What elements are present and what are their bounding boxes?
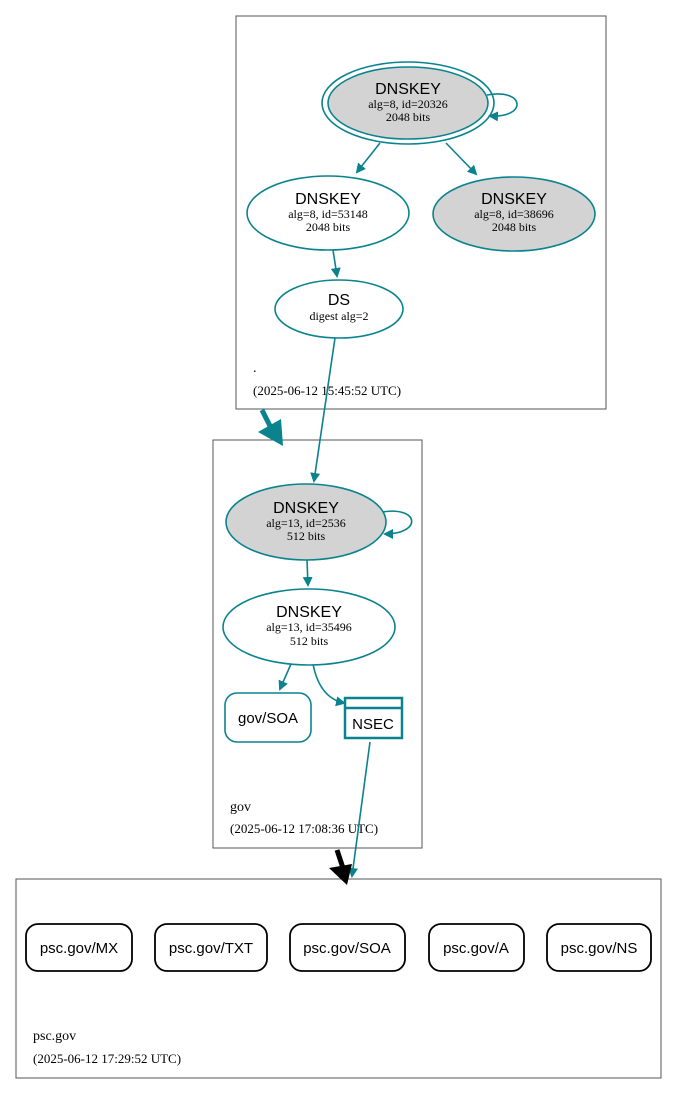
node-root-ksk-bits: 2048 bits (386, 110, 431, 124)
edge-gov-ksk-self (381, 510, 413, 539)
zone-root-name: . (253, 361, 257, 376)
node-gov-ksk: DNSKEY alg=13, id=2536 512 bits (225, 483, 387, 561)
zone-gov-box (212, 439, 423, 849)
record-node: psc.gov/SOA (289, 923, 406, 972)
record-label: psc.gov/A (443, 940, 509, 957)
node-root-key3-detail: alg=8, id=38696 (474, 207, 554, 221)
edge-gov-ksk-to-zsk (302, 559, 313, 587)
edge-root-ksk-self (486, 93, 518, 122)
record-label: psc.gov/SOA (303, 940, 391, 957)
zone-psc-name: psc.gov (33, 1029, 76, 1044)
node-gov-ds-type: DS (328, 292, 350, 309)
edge-ds-to-gov-ksk (310, 337, 336, 483)
edge-gov-zsk-to-nsec (312, 663, 346, 707)
node-root-key3-bits: 2048 bits (492, 220, 537, 234)
node-root-ksk: DNSKEY alg=8, id=20326 2048 bits (321, 61, 495, 145)
node-gov-zsk: DNSKEY alg=13, id=35496 512 bits (222, 588, 396, 666)
record-node: psc.gov/A (428, 923, 525, 972)
node-gov-zsk-bits: 512 bits (290, 634, 329, 648)
node-gov-zsk-detail: alg=13, id=35496 (266, 620, 352, 634)
zone-gov-name: gov (230, 800, 251, 815)
node-gov-soa: gov/SOA (224, 692, 312, 743)
record-node: psc.gov/TXT (154, 923, 268, 972)
delegation-arrow-root-to-gov (258, 408, 283, 446)
record-label: psc.gov/NS (561, 940, 638, 957)
node-root-zsk-bits: 2048 bits (306, 220, 351, 234)
node-root-zsk-type: DNSKEY (295, 191, 361, 208)
node-gov-ksk-type: DNSKEY (273, 500, 339, 517)
node-gov-ds: DS digest alg=2 (274, 279, 404, 339)
node-root-ksk-detail: alg=8, id=20326 (368, 97, 448, 111)
node-gov-zsk-type: DNSKEY (276, 604, 342, 621)
zone-root-box (235, 15, 607, 410)
node-gov-ksk-bits: 512 bits (287, 529, 326, 543)
node-root-key3-type: DNSKEY (481, 191, 547, 208)
zone-gov-timestamp: (2025-06-12 17:08:36 UTC) (230, 821, 378, 836)
edge-nsec-to-psc (348, 741, 371, 878)
node-root-key3: DNSKEY alg=8, id=38696 2048 bits (432, 176, 596, 252)
edge-root-ksk-to-zsk (355, 142, 381, 174)
record-node: psc.gov/MX (25, 923, 133, 972)
node-gov-soa-label: gov/SOA (238, 710, 298, 727)
delegation-arrow-gov-to-psc (329, 849, 352, 885)
psc-records: psc.gov/MX psc.gov/TXT psc.gov/SOA psc.g… (25, 923, 652, 972)
edge-gov-zsk-to-soa (278, 663, 292, 691)
node-root-zsk: DNSKEY alg=8, id=53148 2048 bits (246, 175, 410, 251)
edge-root-zsk-to-ds (330, 249, 341, 278)
record-label: psc.gov/TXT (169, 940, 253, 957)
node-root-ksk-type: DNSKEY (375, 81, 441, 98)
record-node: psc.gov/NS (546, 923, 652, 972)
node-gov-ds-detail: digest alg=2 (309, 309, 368, 323)
node-root-zsk-detail: alg=8, id=53148 (288, 207, 368, 221)
node-gov-nsec-label: NSEC (352, 716, 394, 733)
zone-psc-timestamp: (2025-06-12 17:29:52 UTC) (33, 1051, 181, 1066)
node-gov-ksk-detail: alg=13, id=2536 (266, 516, 346, 530)
edge-root-ksk-to-key3 (445, 142, 478, 176)
node-gov-nsec: NSEC (343, 696, 404, 740)
zone-psc-box (15, 878, 662, 1079)
record-label: psc.gov/MX (40, 940, 118, 957)
